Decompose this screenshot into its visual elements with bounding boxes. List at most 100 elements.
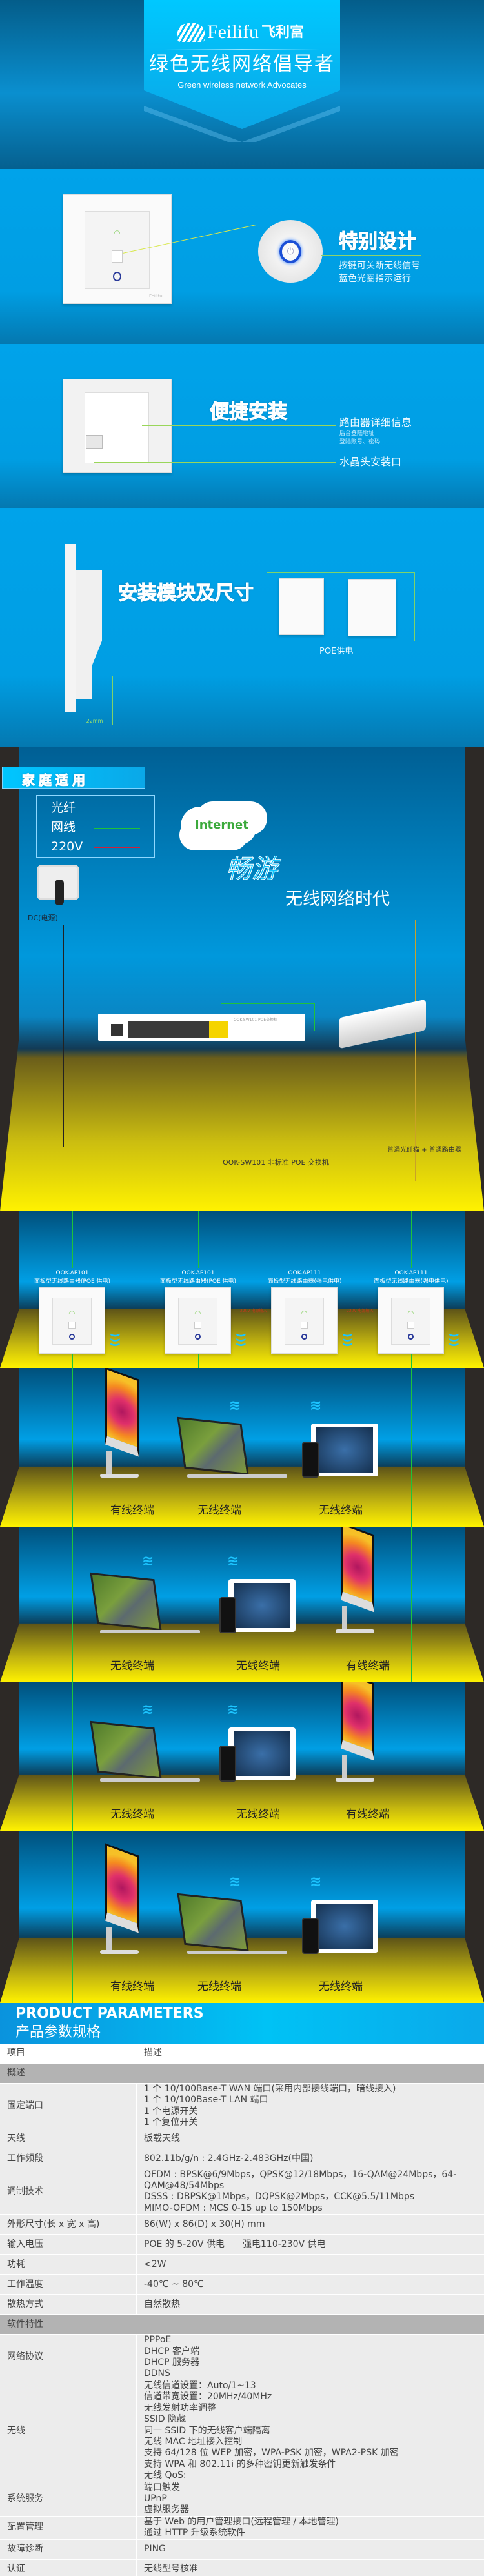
dc-port-icon — [111, 1024, 123, 1036]
param-value-line: 无线 MAC 地址接入控制 — [144, 2436, 243, 2447]
lan-wire — [72, 1368, 73, 1527]
imac-icon — [336, 1682, 376, 1787]
imac-icon — [336, 1527, 376, 1638]
lan-wire — [72, 1354, 73, 1368]
panel-side-view — [65, 544, 76, 712]
button-closeup: ⏻ — [258, 220, 323, 283]
param-value-line: 支持 WPA 和 802.11i 的多种密钥更新触发条件 — [144, 2459, 336, 2470]
ap-desc: 面板型无线路由器(强电供电) — [267, 1278, 342, 1285]
dimension-line — [112, 676, 113, 725]
ap-panel: ◠ — [378, 1287, 444, 1354]
lan-wire — [198, 1354, 199, 1368]
param-value: 基于 Web 的用户管理接口(远程管理 / 本地管理)通过 HTTP 升级系统软… — [137, 2517, 484, 2539]
param-row: 外形尺寸(长 x 宽 x 高)86(W) x 86(D) x 30(H) mm — [0, 2215, 484, 2235]
router-label: 普通光纤猫 + 普通路由器 — [387, 1147, 461, 1154]
param-value-line: 支持 64/128 位 WEP 加密，WPA-PSK 加密，WPA2-PSK 加… — [144, 2448, 399, 2459]
param-row: 项目描述 — [0, 2044, 484, 2064]
module-body — [76, 570, 102, 699]
param-value-line: 1 个复位开关 — [144, 2117, 198, 2128]
param-row: 概述 — [0, 2064, 484, 2084]
ap-model: OOK-AP111 — [394, 1270, 428, 1276]
module-title: 安装模块及尺寸 — [118, 582, 254, 605]
right-wall — [465, 1211, 484, 1368]
left-wall — [0, 747, 19, 1211]
slogan: 绿色无线网络倡导者 — [149, 53, 335, 75]
param-value-line: 1 个 10/100Base-T WAN 端口(采用内部接线端口，暗线接入) — [144, 2084, 396, 2094]
wifi-icon: ≋ — [229, 1874, 241, 1890]
param-value: OFDM : BPSK@6/9Mbps，QPSK@12/18Mbps，16-QA… — [137, 2169, 484, 2215]
home-title: 家庭适用 — [22, 772, 89, 789]
wifi-icon: ≋ — [142, 1553, 154, 1569]
param-key: 系统服务 — [0, 2482, 137, 2516]
dimension-label: 22mm — [86, 718, 103, 724]
left-wall — [0, 1527, 19, 1682]
param-value-line: PPPoE — [144, 2335, 172, 2346]
param-row: 散热方式自然散热 — [0, 2295, 484, 2315]
param-value — [137, 2064, 484, 2083]
legend-swatch — [94, 847, 140, 848]
param-value-line: 端口触发 — [144, 2482, 180, 2493]
terminal-room: ≋无线终端≋无线终端有线终端 — [0, 1527, 484, 1682]
router-icon — [339, 999, 426, 1049]
wifi-icon: ≋ — [310, 1874, 322, 1890]
ap-panel: ◠ — [271, 1287, 338, 1354]
param-value-line: DDNS — [144, 2368, 170, 2379]
wifi-icon: ≋ — [310, 1398, 322, 1414]
brand-name: Feilifu — [207, 21, 259, 43]
ap-model: OOK-AP111 — [288, 1270, 321, 1276]
params-table: 项目描述概述固定端口 1 个 10/100Base-T WAN 端口(采用内部接线… — [0, 2044, 484, 2576]
terminal-label: 无线终端 — [236, 1808, 280, 1821]
tablet-phone-icon — [302, 1900, 379, 1955]
param-value-line: 同一 SSID 下的无线客户端隔离 — [144, 2425, 270, 2436]
imac-icon — [100, 1368, 140, 1483]
param-value: PING — [137, 2540, 484, 2559]
terminal-label: 有线终端 — [110, 1504, 154, 1517]
wifi-icon: ◠ — [114, 228, 121, 238]
param-key: 固定端口 — [0, 2084, 137, 2129]
param-row: 软件特性 — [0, 2315, 484, 2335]
param-row: 固定端口 1 个 10/100Base-T WAN 端口(采用内部接线端口，暗线接… — [0, 2084, 484, 2129]
wifi-icon: ≋ — [229, 1398, 241, 1414]
rj45-port-icon — [86, 435, 103, 449]
callout-sub-2: 登陆账号、密码 — [339, 439, 381, 445]
ap-desc: 面板型无线路由器(POE 供电) — [159, 1278, 237, 1285]
lan-wire — [72, 1682, 73, 1831]
special-line-1: 按键可关断无线信号 — [339, 261, 420, 271]
param-value-line: OFDM : BPSK@6/9Mbps，QPSK@12/18Mbps，16-QA… — [144, 2169, 457, 2191]
param-value: 86(W) x 86(D) x 30(H) mm — [137, 2215, 484, 2234]
terminal-room: 有线终端≋无线终端≋无线终端 — [0, 1831, 484, 2003]
special-line-2: 蓝色光圈指示运行 — [339, 274, 411, 284]
left-wall — [0, 1682, 19, 1831]
install-title: 便捷安装 — [210, 401, 288, 424]
right-wall — [465, 1831, 484, 2003]
right-wall — [465, 1682, 484, 1831]
param-value: 描述 — [137, 2044, 484, 2063]
param-key: 网络协议 — [0, 2335, 137, 2380]
home-title-bar: 家庭适用 — [2, 767, 145, 789]
callout-line — [94, 462, 336, 463]
param-value-line: POE 的 5-20V 供电 强电110-230V 供电 — [144, 2239, 326, 2249]
param-value-line: 板载天线 — [144, 2133, 180, 2144]
left-wall — [0, 1211, 19, 1368]
param-key: 软件特性 — [7, 2319, 43, 2329]
callout-router-info: 路由器详细信息 — [339, 416, 412, 428]
tablet-phone-icon — [219, 1579, 297, 1634]
callout-line — [142, 425, 336, 426]
terminal-room: ≋无线终端≋无线终端有线终端 — [0, 1682, 484, 1831]
slogan-en: Green wireless network Advocates — [177, 80, 307, 90]
param-value-line: 1 个 10/100Base-T LAN 端口 — [144, 2095, 268, 2106]
legend-label: 光纤 — [51, 801, 76, 815]
param-value-line: 基于 Web 的用户管理接口(远程管理 / 本地管理) — [144, 2516, 339, 2527]
power-ring-icon — [112, 271, 122, 282]
param-value — [137, 2315, 484, 2334]
param-row: 天线板载天线 — [0, 2129, 484, 2149]
param-key: 认证 — [0, 2559, 137, 2576]
param-value-line: 无线 QoS: — [144, 2470, 187, 2481]
param-value: 自然散热 — [137, 2295, 484, 2314]
ap-panel: ◠ — [165, 1287, 231, 1354]
param-value-line: DSSS : DBPSK@1Mbps，DQPSK@2Mbps，CCK@5.5/1… — [144, 2191, 415, 2202]
module-section: 安装模块及尺寸 POE供电 22mm — [0, 508, 484, 747]
